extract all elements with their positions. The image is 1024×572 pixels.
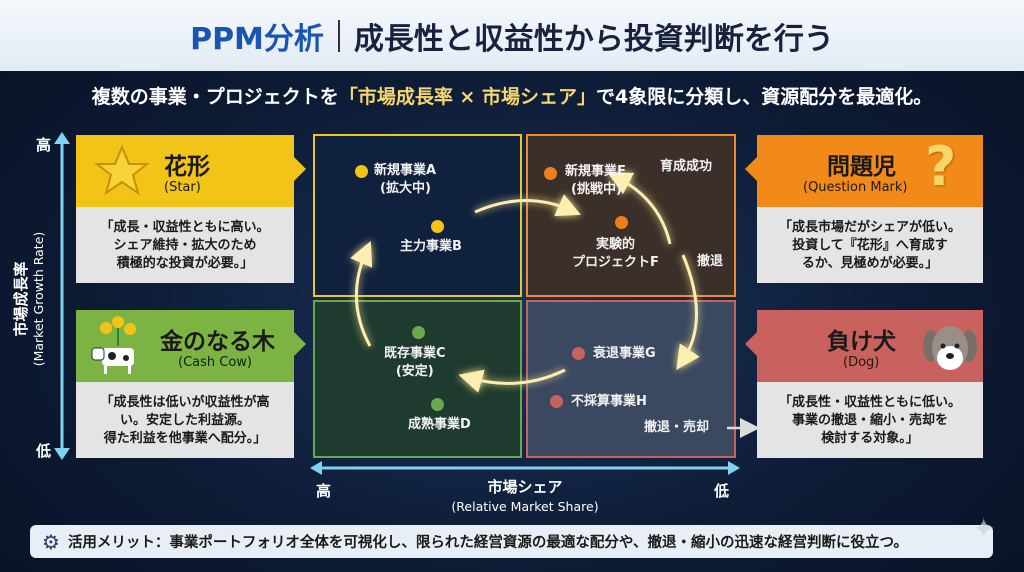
dot-b xyxy=(431,220,444,233)
pointer xyxy=(745,332,757,356)
subtitle-pre: 複数の事業・プロジェクトを xyxy=(91,86,339,108)
subtitle-highlight: 「市場成長率 × 市場シェア」 xyxy=(338,86,596,108)
card-subtitle: (Star) xyxy=(164,180,201,195)
card-subtitle: (Cash Cow) xyxy=(178,355,252,370)
pointer xyxy=(294,332,306,356)
cycle-arrows xyxy=(350,172,760,438)
dot-d xyxy=(431,398,444,411)
x-axis-title: 市場シェア xyxy=(487,478,563,496)
subtitle: 複数の事業・プロジェクトを「市場成長率 × 市場シェア」で4象限に分類し、資源配… xyxy=(0,82,1024,109)
gear-icon: ⚙ xyxy=(42,529,60,554)
sparkle-icon: ✦ xyxy=(972,512,996,545)
card-subtitle: (Dog) xyxy=(843,355,880,370)
question-mark-icon: ? xyxy=(925,135,957,198)
item-c: 既存事業C(安定) xyxy=(384,346,446,379)
y-axis-label: 市場成長率 (Market Growth Rate) xyxy=(12,189,47,409)
item-d: 成熟事業D xyxy=(408,417,471,432)
subtitle-post: で4象限に分類し、資源配分を最適化。 xyxy=(595,86,933,108)
annotation-success: 育成成功 xyxy=(660,159,713,174)
dot-h xyxy=(550,395,563,408)
star-icon xyxy=(94,144,150,196)
card-title: 花形 xyxy=(164,154,210,180)
item-a: 新規事業A(拡大中) xyxy=(374,163,437,196)
header: PPM分析 成長性と収益性から投資判断を行う xyxy=(0,0,1024,71)
dot-c xyxy=(412,326,425,339)
y-axis-title-en: (Market Growth Rate) xyxy=(31,231,46,367)
item-g: 衰退事業G xyxy=(593,346,656,361)
card-description: 「成長性は低いが収益性が高い。安定した利益源。得た利益を他事業へ配分。」 xyxy=(76,382,294,458)
card-title: 負け犬 xyxy=(827,329,896,355)
card-description: 「成長性・収益性ともに低い。事業の撤退・縮小・売却を検討する対象。」 xyxy=(757,382,983,458)
card-subtitle: (Question Mark) xyxy=(803,180,908,195)
quadrant-dog xyxy=(526,300,736,458)
arrow-question-success xyxy=(607,172,672,245)
card-title: 金のなる木 xyxy=(160,329,275,355)
x-axis-low: 低 xyxy=(714,482,730,500)
card-description: 「成長市場だがシェアが低い。投資して『花形』へ育成するか、見極めが必要。」 xyxy=(757,207,983,283)
arrow-star-to-question xyxy=(474,194,581,217)
footer-note: ⚙ 活用メリット：事業ポートフォリオ全体を可視化し、限られた経営資源の最適な配分… xyxy=(30,525,993,558)
y-axis-high: 高 xyxy=(36,136,52,154)
card-dog: 負け犬 (Dog) 「成長性・収益性ともに低い。事業の撤退・縮小・売却を検討する… xyxy=(745,310,983,458)
card-description: 「成長・収益性ともに高い。シェア維持・拡大のため積極的な投資が必要。」 xyxy=(76,207,294,283)
card-cash-cow: 金のなる木 (Cash Cow) 「成長性は低いが収益性が高い。安定した利益源。… xyxy=(76,310,306,458)
x-axis-arrow xyxy=(310,461,740,475)
footer-text: 活用メリット：事業ポートフォリオ全体を可視化し、限られた経営資源の最適な配分や、… xyxy=(67,535,908,551)
dot-a xyxy=(355,165,368,178)
dot-e xyxy=(544,167,557,180)
dog-icon xyxy=(923,326,977,370)
cash-cow-icon xyxy=(91,316,136,374)
card-question-mark: 問題児 (Question Mark) ? 「成長市場だがシェアが低い。投資して… xyxy=(745,135,983,283)
y-axis-arrow xyxy=(54,132,70,460)
dot-g xyxy=(572,347,585,360)
item-e: 新規事業E(挑戦中) xyxy=(565,164,626,197)
annotation-sell: 撤退・売却 xyxy=(644,420,710,435)
arrow-question-to-dog xyxy=(676,254,700,370)
page-title: 成長性と収益性から投資判断を行う xyxy=(353,21,834,57)
item-h: 不採算事業H xyxy=(571,394,647,409)
pointer xyxy=(745,157,757,181)
item-f: 実験的プロジェクトF xyxy=(572,237,659,270)
item-b: 主力事業B xyxy=(400,239,462,254)
card-title: 問題児 xyxy=(827,154,896,180)
x-axis-high: 高 xyxy=(316,482,332,500)
annotation-withdraw: 撤退 xyxy=(697,254,724,269)
x-axis-title-en: (Relative Market Share) xyxy=(451,499,599,514)
card-star: 花形 (Star) 「成長・収益性ともに高い。シェア維持・拡大のため積極的な投資… xyxy=(76,135,306,283)
y-axis-title: 市場成長率 xyxy=(12,261,30,337)
y-axis-low: 低 xyxy=(36,442,52,460)
x-axis-label: 市場シェア (Relative Market Share) xyxy=(425,478,625,516)
arrow-dog-to-cow xyxy=(458,368,566,393)
quadrant-star xyxy=(313,134,522,297)
title-divider xyxy=(337,19,340,52)
pointer xyxy=(294,157,306,181)
title-accent: PPM分析 xyxy=(190,21,324,57)
dot-f xyxy=(615,216,628,229)
arrow-cow-to-star xyxy=(350,241,373,347)
